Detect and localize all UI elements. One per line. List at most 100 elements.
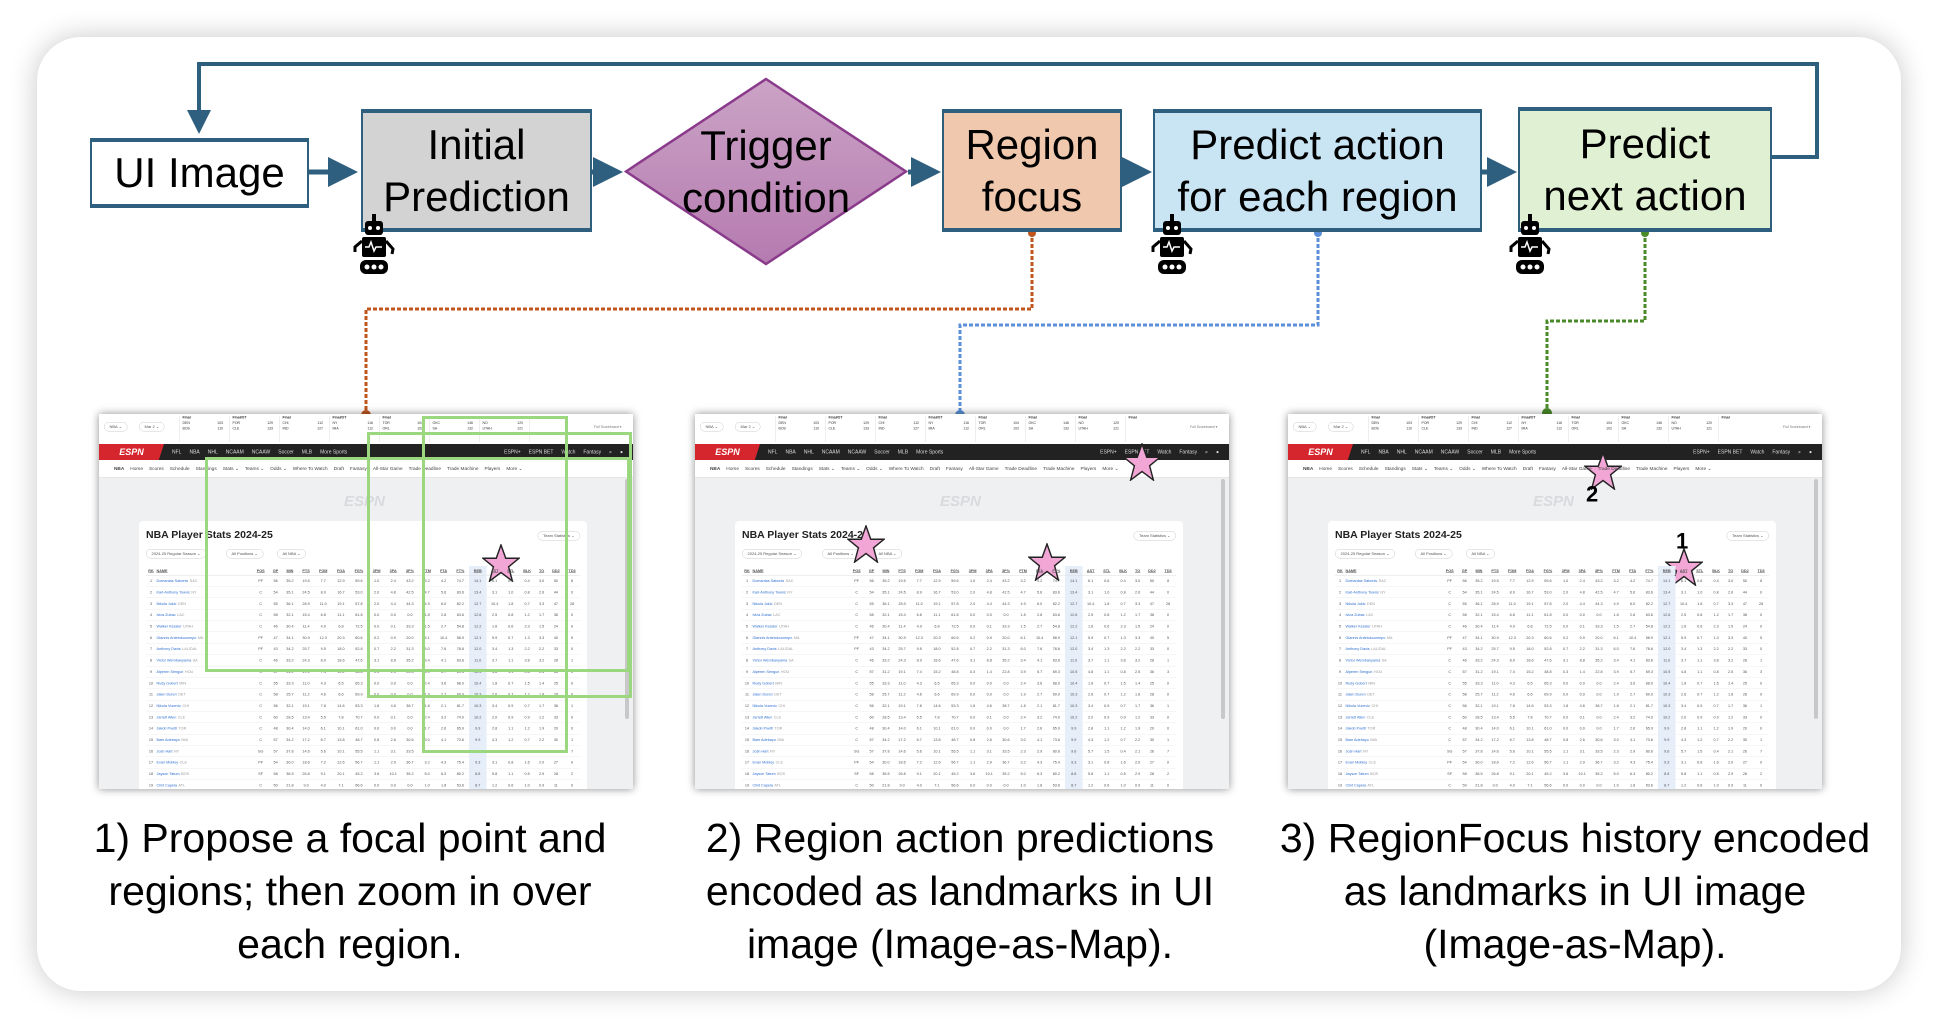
column-header[interactable]: BLK	[1707, 566, 1725, 576]
column-header[interactable]: 3PM	[964, 566, 982, 576]
subnav-item[interactable]: Players	[1673, 465, 1690, 472]
column-header[interactable]: PTS	[1486, 566, 1504, 576]
column-header[interactable]: POS	[1441, 566, 1459, 576]
scoreboard-selector[interactable]: NBA ⌄	[700, 422, 724, 432]
column-header[interactable]: FTA	[1624, 566, 1641, 576]
nav-item[interactable]: MLB	[897, 449, 909, 455]
nav-item[interactable]: ESPN BET	[528, 449, 554, 455]
nav-item[interactable]: NHL	[207, 449, 218, 455]
column-header[interactable]: FGM	[314, 566, 333, 576]
column-header[interactable]: DD2	[547, 566, 565, 576]
scoreboard-selector[interactable]: Mar 2 ⌄	[139, 422, 165, 432]
filter-dropdown[interactable]: All Positions ⌄	[1415, 549, 1453, 559]
subnav-item[interactable]: More ⌄	[506, 465, 523, 472]
subnav-item[interactable]: Odds ⌄	[1459, 465, 1476, 472]
subnav-item[interactable]: Home	[130, 465, 143, 472]
nav-item[interactable]: NCAAM	[821, 449, 840, 455]
column-header[interactable]: RK	[742, 566, 752, 576]
espn-logo[interactable]: ESPN	[99, 444, 164, 460]
account-icon[interactable]: ●	[1808, 449, 1812, 455]
column-header[interactable]: MIN	[1470, 566, 1487, 576]
subnav-item[interactable]: NBA	[710, 465, 721, 472]
column-header[interactable]: MIN	[877, 566, 894, 576]
nav-item[interactable]: NFL	[1361, 449, 1371, 455]
nav-item[interactable]: ESPN BET	[1717, 449, 1743, 455]
subnav-item[interactable]: Trade Deadline	[408, 465, 441, 472]
column-header[interactable]: TD3	[1753, 566, 1769, 576]
subnav-item[interactable]: Teams ⌄	[244, 465, 265, 472]
team-statistics-dropdown[interactable]: Team Statistics ⌄	[1726, 531, 1769, 541]
subnav-item[interactable]: Odds ⌄	[866, 465, 883, 472]
subnav-item[interactable]: Draft	[929, 465, 940, 472]
subnav-item[interactable]: Home	[726, 465, 739, 472]
column-header[interactable]: 3PA	[1574, 566, 1591, 576]
filter-dropdown[interactable]: All NBA ⌄	[1466, 549, 1496, 559]
column-header[interactable]: 3PA	[385, 566, 402, 576]
search-icon[interactable]: ⌕	[1798, 449, 1801, 455]
column-header[interactable]: AST	[1082, 566, 1099, 576]
subnav-item[interactable]: Trade Machine	[1635, 465, 1668, 472]
game-score[interactable]: Final	[1718, 416, 1766, 442]
subnav-item[interactable]: Schedule	[169, 465, 190, 472]
column-header[interactable]: TD3	[1160, 566, 1176, 576]
column-header[interactable]: STL	[502, 566, 519, 576]
column-header[interactable]: FT%	[1640, 566, 1659, 576]
column-header[interactable]: 3P%	[1590, 566, 1608, 576]
filter-dropdown[interactable]: All Positions ⌄	[226, 549, 264, 559]
column-header[interactable]: 3PM	[1557, 566, 1575, 576]
subnav-item[interactable]: Schedule	[1358, 465, 1379, 472]
subnav-item[interactable]: More ⌄	[1695, 465, 1712, 472]
nav-item[interactable]: NCAAM	[1414, 449, 1433, 455]
column-header[interactable]: POS	[848, 566, 866, 576]
column-header[interactable]: BLK	[1114, 566, 1132, 576]
nav-item[interactable]: Soccer	[278, 449, 294, 455]
nav-item[interactable]: ESPN+	[1693, 449, 1710, 455]
subnav-item[interactable]: All-Star Game	[372, 465, 403, 472]
column-header[interactable]: 3PM	[368, 566, 386, 576]
nav-item[interactable]: MLB	[1490, 449, 1502, 455]
scrollbar[interactable]	[1221, 479, 1225, 719]
game-score[interactable]: Final	[529, 416, 577, 442]
filter-dropdown[interactable]: 2024-25 Regular Season ⌄	[146, 549, 206, 559]
column-header[interactable]: FTM	[1607, 566, 1625, 576]
